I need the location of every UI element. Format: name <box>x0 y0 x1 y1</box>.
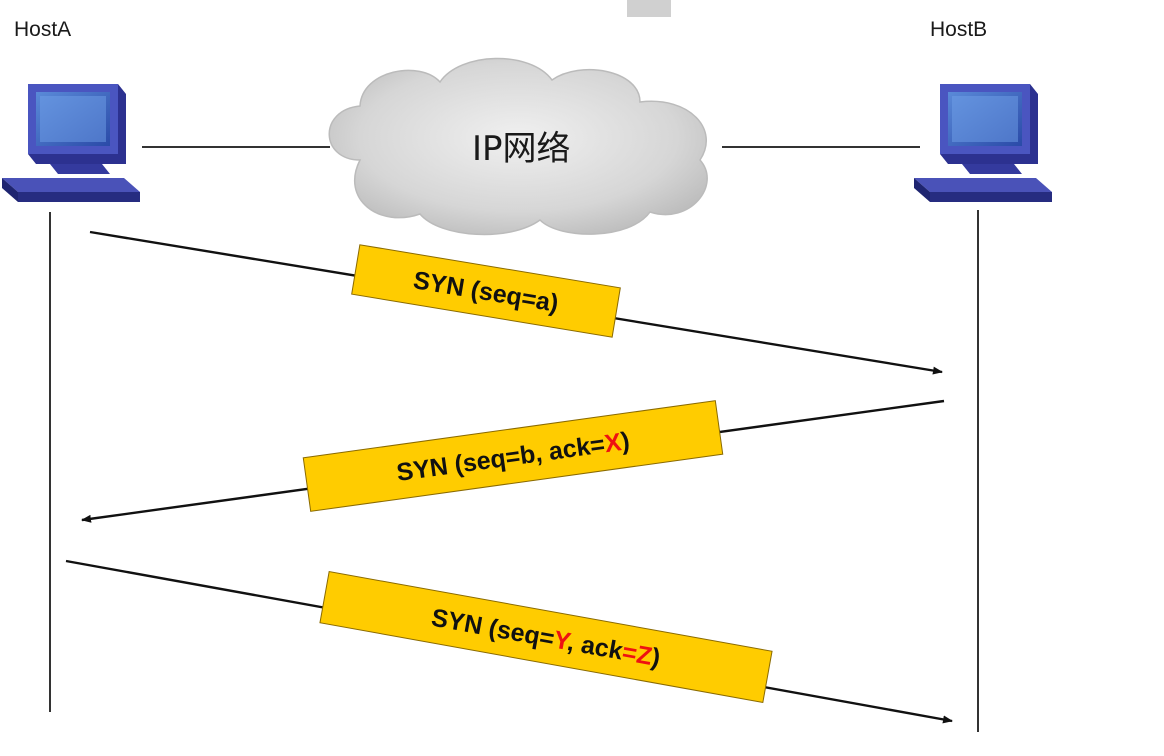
computer-a-icon <box>2 84 140 202</box>
message-label-1: SYN (seq=a) <box>351 244 621 338</box>
cloud-icon <box>328 57 708 236</box>
top-marker <box>627 0 671 17</box>
host-b-label: HostB <box>930 18 987 41</box>
host-a-label: HostA <box>14 18 71 41</box>
message-label-3: SYN (seq=Y, ack=Z) <box>319 570 773 704</box>
network-label: IP网络 <box>472 129 571 169</box>
message-label-2: SYN (seq=b, ack=X) <box>302 400 724 512</box>
computer-b-icon <box>914 84 1052 202</box>
